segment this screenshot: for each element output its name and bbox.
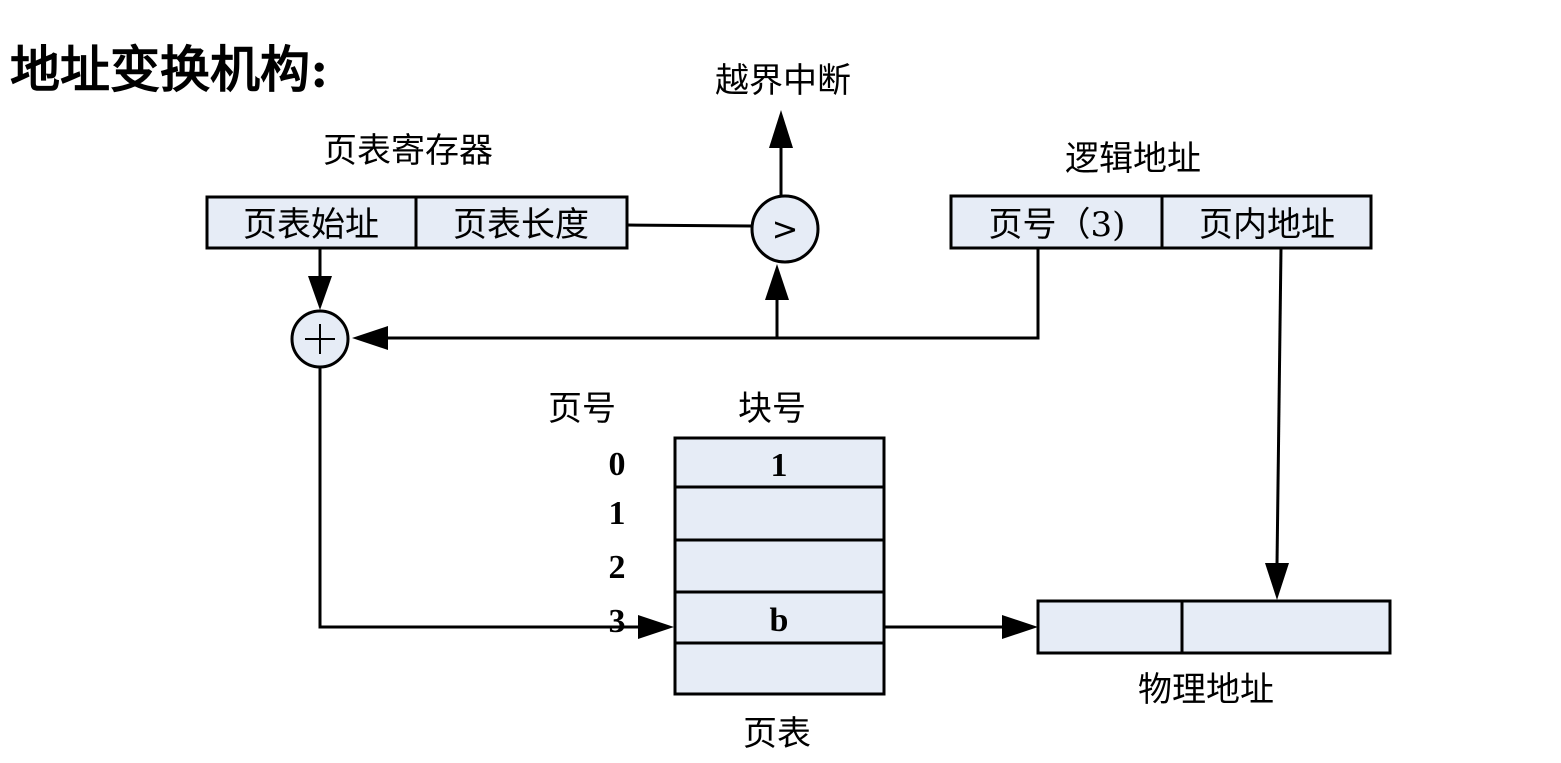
interrupt-arrow-head [769, 110, 793, 148]
page-number-label: 0 [609, 446, 626, 483]
page-number-label: 1 [609, 495, 626, 532]
block-number-cell: 1 [771, 447, 788, 484]
page-table-register: 页表始址 页表长度 [205, 195, 629, 250]
greater-than-symbol: > [772, 210, 799, 248]
page-table-start-field: 页表始址 [243, 205, 379, 245]
page-table-box [673, 436, 886, 696]
adder [290, 309, 350, 369]
out-of-bounds-interrupt-label: 越界中断 [715, 61, 851, 101]
physical-address [1036, 599, 1392, 655]
page-table-length-field: 页表长度 [453, 205, 589, 245]
page-table-label: 页表 [743, 714, 811, 754]
page-table-register-label: 页表寄存器 [323, 131, 493, 171]
start-arrow-head [308, 276, 332, 310]
page-number-label: 2 [609, 549, 626, 586]
page-table-entry-arrow-head [638, 615, 674, 639]
page-number-field: 页号（3) [989, 205, 1126, 245]
diagram-title: 地址变换机构: [10, 40, 328, 99]
comparator-circle [750, 194, 820, 264]
physical-address-box [1036, 599, 1392, 655]
block-number-cell: b [770, 602, 789, 639]
offset-arrow-head [1265, 563, 1289, 600]
block-number-column-header: 块号 [738, 389, 806, 429]
physical-address-label: 物理地址 [1138, 670, 1274, 710]
page-number-line [380, 248, 1040, 340]
page-number-column-header: 页号 [548, 389, 616, 429]
comparator-input-arrow-head [765, 264, 789, 300]
adder-input-arrow-head [352, 326, 388, 350]
comparator: > [626, 110, 820, 338]
offset-to-physical-line [1275, 247, 1283, 566]
page-number-label: 3 [609, 603, 626, 640]
logical-address-label: 逻辑地址 [1065, 139, 1201, 179]
logical-address: 页号（3) 页内地址 [949, 194, 1373, 250]
length-to-comparator-line [626, 223, 753, 228]
page-offset-field: 页内地址 [1199, 205, 1335, 245]
physical-address-arrow-head [1002, 615, 1038, 639]
adder-to-page-table-line [318, 367, 640, 629]
page-table: 1 b [673, 436, 886, 696]
